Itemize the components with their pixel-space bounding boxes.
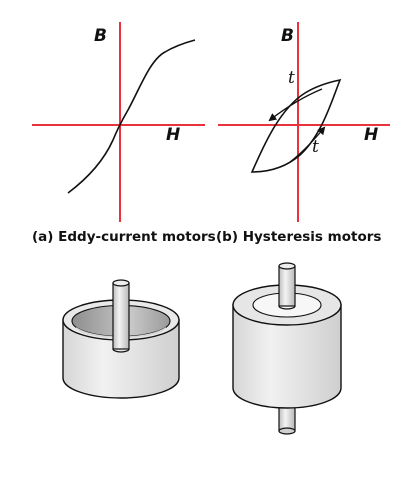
panel-b-bh-plot: t t B H [218,22,390,222]
eddy-rotor-shaft-base [112,348,130,353]
eddy-rotor-shaft [112,282,130,350]
panel-b-x-axis-label: H [364,125,378,145]
panel-b-upper-direction-arrow [268,88,323,122]
hysteresis-rotor-lower-shaft-end [278,427,296,435]
panel-a-x-axis-label: H [166,125,180,145]
panel-a-bh-plot: B H [32,22,205,222]
eddy-rotor-shaft-end [112,279,130,287]
eddy-rotor-cup-inner-floor [76,327,166,338]
hysteresis-rotor-body [232,304,342,409]
panel-a-magnetization-curve [67,39,196,194]
panel-a-y-axis-label: B [94,26,107,46]
panel-b-lower-direction-arrow [289,126,326,163]
hysteresis-rotor-shaft-base [278,305,296,310]
hysteresis-rotor-upper-shaft [278,265,296,307]
panel-b-arrow-label-bottom: t [312,137,319,157]
panel-b-arrow-label-top: t [288,68,295,88]
eddy-current-rotor-illustration [62,279,180,399]
panel-b-caption: (b) Hysteresis motors [216,229,381,245]
hysteresis-rotor-upper-shaft-end [278,262,296,270]
panel-a-caption: (a) Eddy-current motors [32,229,216,245]
hysteresis-rotor-illustration [232,262,342,435]
panel-b-y-axis-label: B [281,26,294,46]
eddy-rotor-cup-body [62,319,180,399]
